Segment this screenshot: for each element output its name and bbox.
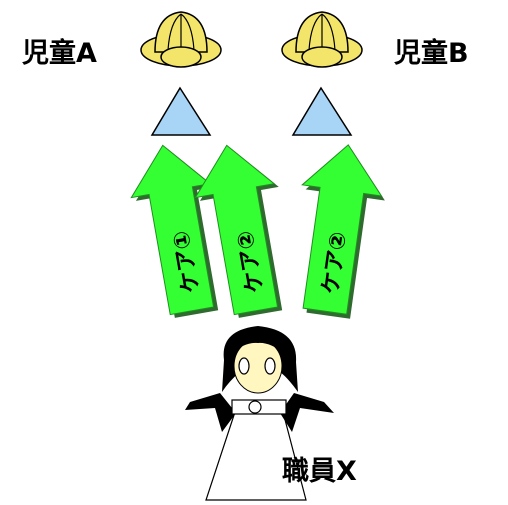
staff-cape <box>185 393 236 432</box>
care-arrow-2: ケア② <box>194 144 283 318</box>
child-b-body <box>291 86 353 136</box>
child-a-figure <box>140 11 222 136</box>
child-b-label: 児童B <box>394 37 469 69</box>
care-arrow-1: ケア① <box>130 144 219 318</box>
staff-figure <box>185 326 334 501</box>
staff-label: 職員X <box>282 456 357 487</box>
child-a-body <box>150 86 212 136</box>
child-a-label: 児童A <box>22 37 97 69</box>
child-b-figure <box>281 11 363 136</box>
care-arrow-3: ケア② <box>301 144 385 319</box>
child-a-hat-icon <box>140 11 222 68</box>
child-b-hat-icon <box>281 11 363 68</box>
